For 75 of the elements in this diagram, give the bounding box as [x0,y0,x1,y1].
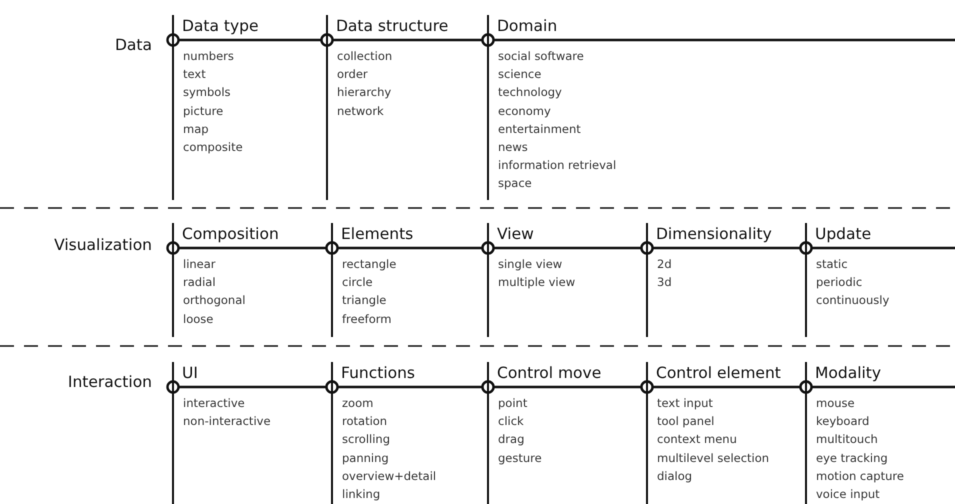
list-item: network [337,102,385,120]
column-heading: Composition [182,224,279,245]
column-heading: Control element [656,363,781,384]
list-item: information retrieval [498,157,616,174]
list-item: keyboard [816,413,870,430]
column-heading: View [497,224,534,245]
list-item: numbers [183,48,235,65]
list-item: news [498,139,529,156]
list-item: linear [183,256,217,273]
list-item: text input [657,395,714,412]
list-item: 2d [657,256,672,273]
list-item: multitouch [816,431,879,448]
column-heading: UI [182,363,198,384]
list-item: circle [342,274,374,292]
list-item: picture [183,102,224,120]
column-heading: Data structure [336,16,448,37]
column-heading: Functions [341,363,416,384]
list-item: hierarchy [337,84,392,102]
list-item: periodic [816,274,864,292]
list-item: order [337,66,369,84]
list-item: multilevel selection [657,450,770,467]
list-item: entertainment [498,120,582,138]
row-label: Interaction [68,372,152,393]
list-item: collection [337,48,392,65]
list-item: triangle [342,292,388,310]
list-item: gesture [498,450,542,467]
list-item: technology [498,84,563,102]
list-item: space [498,175,533,192]
column-heading: Modality [815,363,882,384]
list-item: eye tracking [816,450,889,467]
list-item: economy [498,102,552,120]
list-item: interactive [183,395,246,412]
connector-line [799,241,955,255]
list-item: radial [183,274,217,292]
row-label: Data [114,35,152,56]
column-heading: Control move [497,363,602,384]
list-item: science [498,66,542,84]
column-heading: Data type [182,16,259,37]
list-item: social software [498,48,585,65]
list-item: 3d [657,274,672,292]
connector-line [799,380,955,394]
connector-line [481,33,955,47]
list-item: rotation [342,413,388,430]
list-item: static [816,256,849,273]
column-heading: Elements [341,224,414,245]
list-item: voice input [816,486,881,504]
list-item: point [498,395,528,412]
list-item: rectangle [342,256,396,273]
list-item: single view [498,256,564,273]
list-item: multiple view [498,274,576,292]
list-item: mouse [816,395,856,412]
list-item: click [498,413,525,430]
list-item: text [183,66,207,84]
list-item: overview+detail [342,468,436,485]
list-item: motion capture [816,468,904,485]
column-heading: Update [815,224,872,245]
list-item: orthogonal [183,292,246,310]
list-item: panning [342,450,390,467]
column-heading: Dimensionality [656,224,772,245]
list-item: symbols [183,84,232,102]
list-item: composite [183,139,243,156]
list-item: scrolling [342,431,391,448]
column-heading: Domain [497,16,558,37]
list-item: continuously [816,292,890,310]
list-item: map [183,120,210,138]
list-item: tool panel [657,413,716,430]
list-item: freeform [342,310,392,328]
list-item: dialog [657,468,694,485]
list-item: non-interactive [183,413,271,430]
list-item: drag [498,431,526,448]
list-item: loose [183,310,214,328]
row-label: Visualization [54,235,152,256]
list-item: zoom [342,395,374,412]
list-item: context menu [657,431,738,448]
list-item: linking [342,486,382,504]
